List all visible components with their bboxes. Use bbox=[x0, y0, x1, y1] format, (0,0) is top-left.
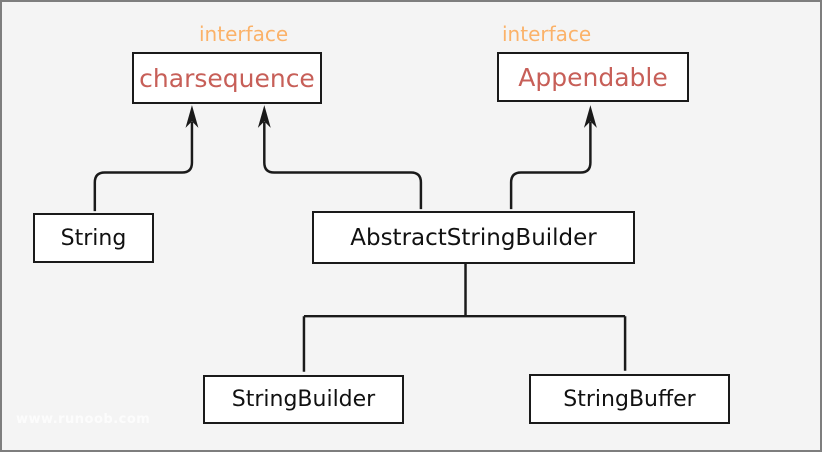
class-node-string-builder: StringBuilder bbox=[203, 375, 404, 424]
class-node-string: String bbox=[33, 213, 154, 263]
interface-name-appendable: Appendable bbox=[518, 62, 668, 92]
class-node-abstract-string-builder: AbstractStringBuilder bbox=[312, 211, 635, 264]
edge-asb-to-appendable bbox=[509, 121, 592, 210]
interface-node-charsequence: charsequence bbox=[132, 52, 322, 104]
interface-stereotype-appendable: interface bbox=[502, 22, 592, 46]
edge-asb-to-charsequence bbox=[263, 121, 423, 210]
watermark: www.runoob.com bbox=[16, 412, 151, 427]
class-name-string: String bbox=[60, 225, 127, 251]
interface-name-charsequence: charsequence bbox=[139, 63, 315, 93]
class-name-string-builder: StringBuilder bbox=[231, 387, 376, 412]
class-name-abstract-string-builder: AbstractStringBuilder bbox=[350, 224, 597, 251]
class-name-string-buffer: StringBuffer bbox=[563, 386, 696, 412]
arrowhead-asb-to-charsequence bbox=[257, 105, 271, 128]
edge-asb-to-subclasses bbox=[302, 261, 627, 372]
edge-string-to-charsequence bbox=[93, 121, 194, 212]
arrowhead-string-to-charsequence bbox=[185, 105, 199, 128]
interface-stereotype-charsequence: interface bbox=[199, 22, 289, 46]
interface-node-appendable: Appendable bbox=[497, 52, 689, 102]
class-node-string-buffer: StringBuffer bbox=[529, 374, 730, 424]
arrowhead-asb-to-appendable bbox=[583, 105, 597, 128]
